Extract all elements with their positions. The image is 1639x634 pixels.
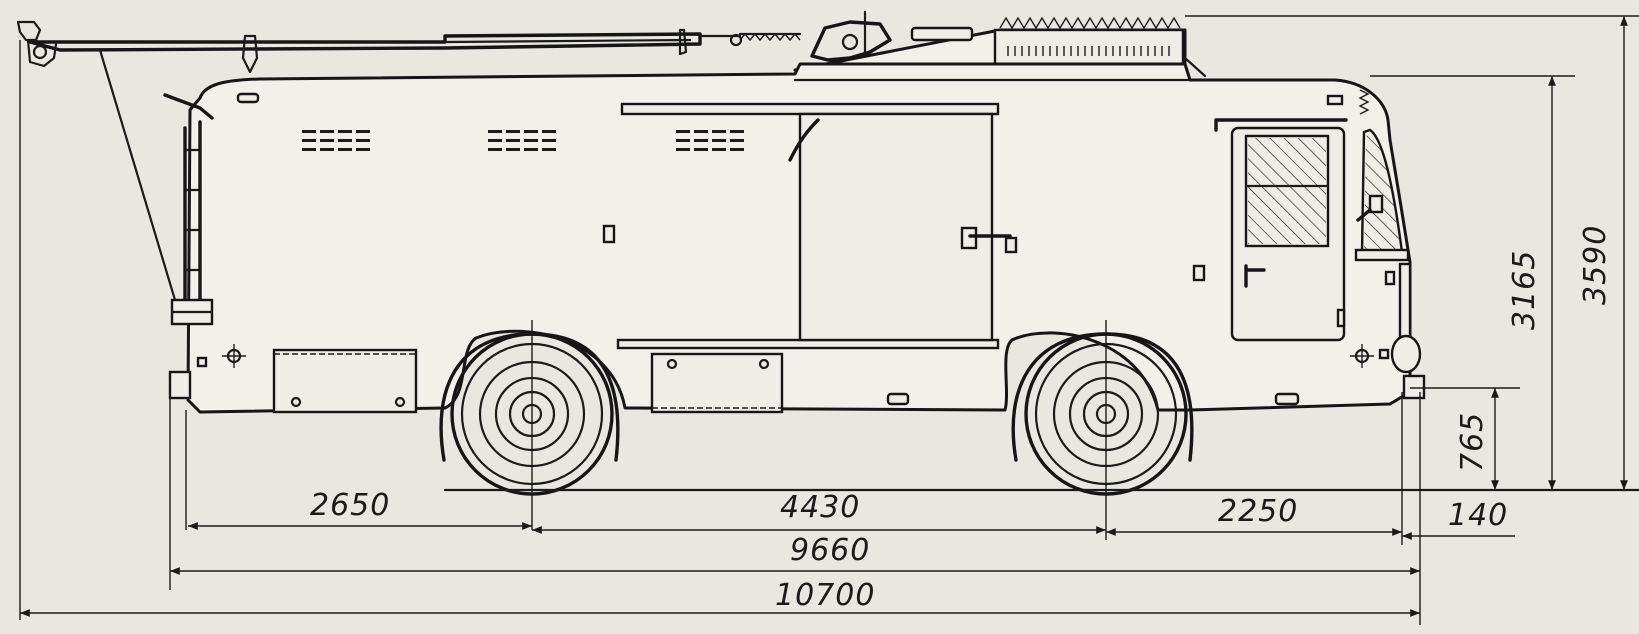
rear-wheel [439,320,620,530]
dimension-lines [20,16,1628,617]
dim-rear-bumper: 140 [1448,498,1508,533]
extension-lines [19,15,1639,625]
dim-body-height: 3165 [1507,250,1542,330]
cab-door [1192,118,1348,342]
dim-front-overhang: 2650 [310,488,390,523]
dim-wheelbase: 4430 [780,490,860,525]
dim-floor-height: 765 [1455,412,1490,472]
rear-ladder [163,93,214,326]
body-details [168,92,1426,406]
battery-box [272,348,418,414]
sliding-door [602,102,1018,350]
front-wheel [1011,320,1194,540]
trolley-pole [16,20,802,302]
dim-overall-height: 3590 [1578,225,1613,305]
windscreen [1354,128,1422,374]
ventilation-louvres [302,130,744,151]
dim-rear-overhang: 2250 [1218,494,1298,529]
dim-overall-length: 10700 [775,578,875,613]
equipment-box [650,352,784,414]
dim-body-length: 9660 [790,533,870,568]
pole-base [810,10,892,62]
